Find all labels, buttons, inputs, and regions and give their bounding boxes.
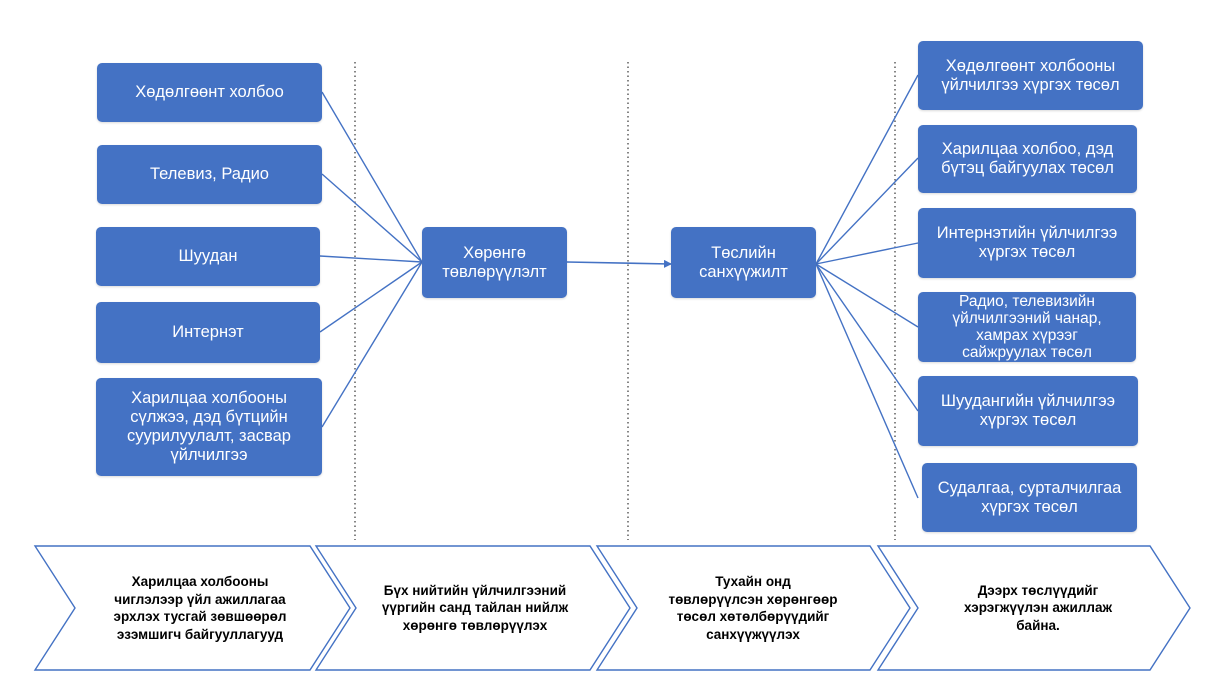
source-network-infrastructure: Харилцаа холбооны сүлжээ, дэд бүтцийн су… <box>96 378 322 476</box>
connector-project-6 <box>815 263 919 499</box>
source-mobile: Хөдөлгөөнт холбоо <box>97 63 322 122</box>
project-research-promotion: Судалгаа, сурталчилгаа хүргэх төсөл <box>922 463 1137 532</box>
project-mobile-service: Хөдөлгөөнт холбооны үйлчилгээ хүргэх төс… <box>918 41 1143 110</box>
stage-chevron-2 <box>314 545 631 671</box>
project-internet-service: Интернэтийн үйлчилгээ хүргэх төсөл <box>918 208 1136 278</box>
connector-source-1 <box>321 91 423 263</box>
connector-project-1 <box>815 74 919 265</box>
project-postal-service: Шуудангийн үйлчилгээ хүргэх төсөл <box>918 376 1138 446</box>
stage-chevron-3 <box>595 545 911 671</box>
stage-text-3: Тухайн онд төвлөрүүлсэн хөрөнгөөр төсөл … <box>668 574 838 642</box>
stage-chevron-4 <box>876 545 1191 671</box>
source-tv-radio: Телевиз, Радио <box>97 145 322 204</box>
connector-project-2 <box>815 157 919 265</box>
source-internet: Интернэт <box>96 302 320 363</box>
connector-source-4 <box>319 261 423 333</box>
stage-text-4: Дээрх төслүүдийг хэрэгжүүлэн ажиллаж бай… <box>963 582 1113 633</box>
hub-fund-accumulation: Хөрөнгө төвлөрүүлэлт <box>422 227 567 298</box>
connector-source-2 <box>321 173 423 263</box>
connector-project-3 <box>815 242 919 265</box>
stage-text-1: Харилцаа холбооны чиглэлээр үйл ажиллага… <box>113 574 287 642</box>
stage-chevron-1 <box>33 545 351 671</box>
connector-source-3 <box>319 255 423 263</box>
connector-project-4 <box>815 263 919 328</box>
project-infrastructure: Харилцаа холбоо, дэд бүтэц байгуулах төс… <box>918 125 1137 193</box>
hub-project-financing: Төслийн санхүүжилт <box>671 227 816 298</box>
connector-hub-arrow <box>566 259 672 268</box>
source-post: Шуудан <box>96 227 320 286</box>
connector-source-5 <box>321 261 423 428</box>
connector-project-5 <box>815 263 919 412</box>
stage-text-2: Бүх нийтийн үйлчилгээний үүргийн санд та… <box>381 582 569 633</box>
project-radio-tv-quality: Радио, телевизийн үйлчилгээний чанар, ха… <box>918 292 1136 362</box>
